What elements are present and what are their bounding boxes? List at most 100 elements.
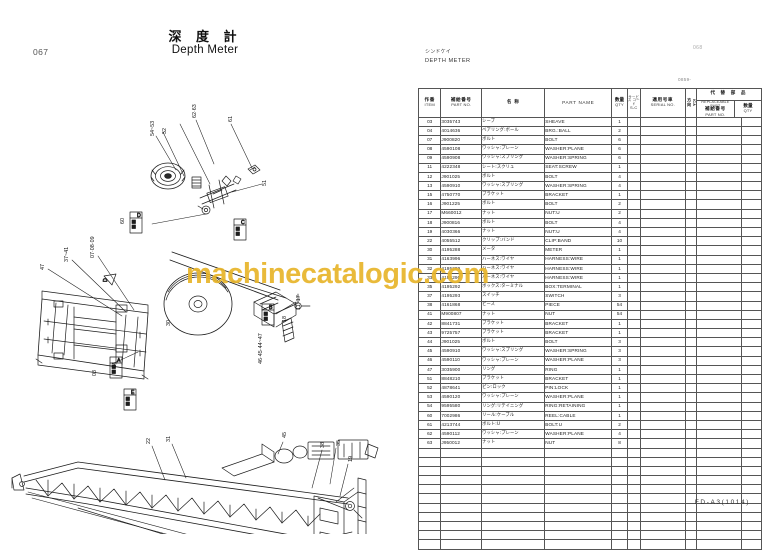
cell-rep-qty [740, 181, 763, 192]
cell-item: 09 [417, 153, 442, 164]
table-row-empty [417, 456, 763, 467]
cell-item: 41 [417, 309, 442, 320]
cell-empty [544, 521, 613, 532]
cell-part-no: 9725757 [440, 328, 483, 339]
cell-part-name: HARNESS:WIRE [544, 263, 613, 274]
cell-qty: 1 [611, 328, 628, 339]
cell-serial-no [639, 328, 686, 339]
cell-item: 47 [417, 364, 442, 376]
cell-rep-part-no [695, 208, 742, 219]
cell-rep-part-no [695, 227, 742, 238]
cell-part-name: BRACKET [544, 374, 613, 385]
cell-ica [684, 355, 697, 366]
cell-ica [684, 438, 697, 449]
cell-part-name: BOLT [544, 199, 613, 210]
col-qty-jp: 数量 [614, 97, 625, 103]
cell-empty [440, 456, 483, 467]
cell-rep-qty [740, 171, 763, 183]
svg-text:45: 45 [282, 432, 288, 438]
cell-service-code [626, 217, 641, 229]
cell-empty [684, 484, 697, 495]
cell-name-jp: ベアリング:ボール [481, 125, 546, 137]
cell-qty: 8 [611, 438, 628, 449]
cell-name-jp: ワッシャ:スプリング [481, 153, 546, 164]
cell-empty [440, 530, 483, 541]
cell-rep-part-no [695, 392, 742, 403]
cell-part-no: 4055512 [440, 236, 483, 247]
cell-rep-part-no [695, 300, 742, 311]
svg-text:47: 47 [40, 264, 46, 270]
cell-serial-no [639, 135, 686, 146]
cell-qty: 4 [611, 171, 628, 183]
cell-rep-part-no [695, 383, 742, 394]
cell-ica [684, 374, 697, 385]
cell-empty [417, 475, 442, 486]
cell-item: 42 [417, 318, 442, 330]
cell-qty: 6 [611, 144, 628, 155]
cell-name-jp: スイッチ [481, 291, 546, 302]
cell-name-jp: ボルト [481, 199, 546, 210]
cell-part-no: 3035900 [440, 364, 483, 376]
col-item-jp: 作番 [424, 97, 435, 103]
cell-empty [695, 456, 742, 467]
cell-rep-qty [740, 162, 763, 173]
cell-name-jp: ナット [481, 227, 546, 238]
cell-empty [684, 456, 697, 467]
cell-part-name: NUT [544, 309, 613, 320]
cell-name-jp: ボルト:U [481, 419, 546, 431]
cell-empty [695, 539, 742, 550]
cell-serial-no [639, 116, 686, 127]
cell-ica [684, 236, 697, 247]
cell-rep-qty [740, 318, 763, 330]
cell-part-no: 4590110 [440, 355, 483, 366]
cell-qty: 1 [611, 410, 628, 421]
cell-ica [684, 245, 697, 256]
cell-qty: 2 [611, 208, 628, 219]
cell-qty: 1 [611, 392, 628, 403]
cell-ica [684, 309, 697, 320]
cell-empty [626, 456, 641, 467]
cell-qty: 1 [611, 401, 628, 412]
cell-serial-no [639, 309, 686, 320]
cell-item: 30 [417, 245, 442, 256]
cell-qty: 1 [611, 254, 628, 265]
cell-rep-part-no [695, 272, 742, 284]
cell-part-name: BOLT:U [544, 419, 613, 431]
cell-empty [639, 456, 686, 467]
cell-empty [639, 530, 686, 541]
cell-rep-part-no [695, 162, 742, 173]
col-part-name-label: PART NAME [562, 99, 595, 105]
cell-empty [639, 447, 686, 458]
cell-empty [417, 447, 442, 458]
cell-empty [639, 465, 686, 477]
cell-ica [684, 419, 697, 431]
cell-empty [440, 484, 483, 495]
page-title-english: Depth Meter [171, 44, 239, 56]
cell-empty [740, 456, 763, 467]
cell-empty [611, 530, 628, 541]
cell-service-code [626, 355, 641, 366]
cell-empty [481, 521, 546, 532]
cell-serial-no [639, 199, 686, 210]
cell-ica [684, 217, 697, 229]
cell-part-no: M660012 [440, 208, 483, 219]
cell-part-name: WASHER:SPRING [544, 153, 613, 164]
cell-part-name: BOX:TERMINAL [544, 282, 613, 293]
cell-empty [440, 447, 483, 458]
table-header-row: 作番 ITEM 補給番号 PART NO. 名 称 PART NAME 数量 [417, 88, 763, 118]
cell-ica [684, 318, 697, 330]
cell-service-code [626, 364, 641, 376]
cell-name-jp: リール:ケーブル [481, 410, 546, 421]
cell-part-name: BOLT [544, 171, 613, 183]
cell-name-jp: ハーネス:ワイヤ [481, 254, 546, 265]
cell-qty: 1 [611, 245, 628, 256]
col-sc-jp: サービス コード [627, 94, 640, 106]
cell-empty [440, 521, 483, 532]
cell-part-no: J901025 [440, 171, 483, 183]
cell-empty [417, 530, 442, 541]
cell-part-name: SEAT:SCREW [544, 162, 613, 173]
